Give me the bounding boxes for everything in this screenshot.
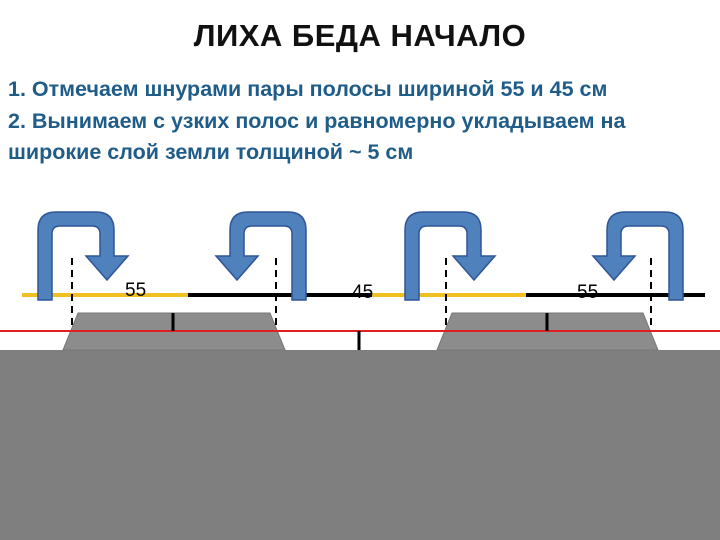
arrow-right-icon <box>37 211 130 301</box>
step-2-text: 2. Вынимаем с узких полос и равномерно у… <box>8 108 626 165</box>
strip-width-label: 45 <box>352 282 373 303</box>
arrow-left-icon <box>214 211 307 301</box>
strip-width-label: 55 <box>125 280 146 301</box>
step-1-text: 1. Отмечаем шнурами пары полосы шириной … <box>8 77 608 101</box>
instructions: 1. Отмечаем шнурами пары полосы шириной … <box>8 74 720 169</box>
strip-width-label: 55 <box>577 282 598 303</box>
soil-area <box>0 350 720 540</box>
arrow-right-icon <box>404 211 497 301</box>
slide-title: ЛИХА БЕДА НАЧАЛО <box>193 18 527 53</box>
arrow-left-icon <box>591 211 684 301</box>
